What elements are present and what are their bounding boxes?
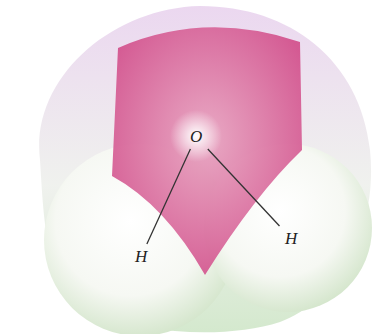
nucleus-glow xyxy=(170,110,222,162)
atom-node: H xyxy=(131,246,151,267)
atom-node: H xyxy=(281,228,301,249)
atom-symbol: H xyxy=(285,230,297,247)
bond-line xyxy=(208,149,280,226)
oxygen-region xyxy=(112,27,302,275)
atom-symbol: O xyxy=(190,128,202,145)
bond-line xyxy=(147,149,191,244)
atom-node: O xyxy=(186,126,206,147)
atom-symbol: H xyxy=(135,248,147,265)
